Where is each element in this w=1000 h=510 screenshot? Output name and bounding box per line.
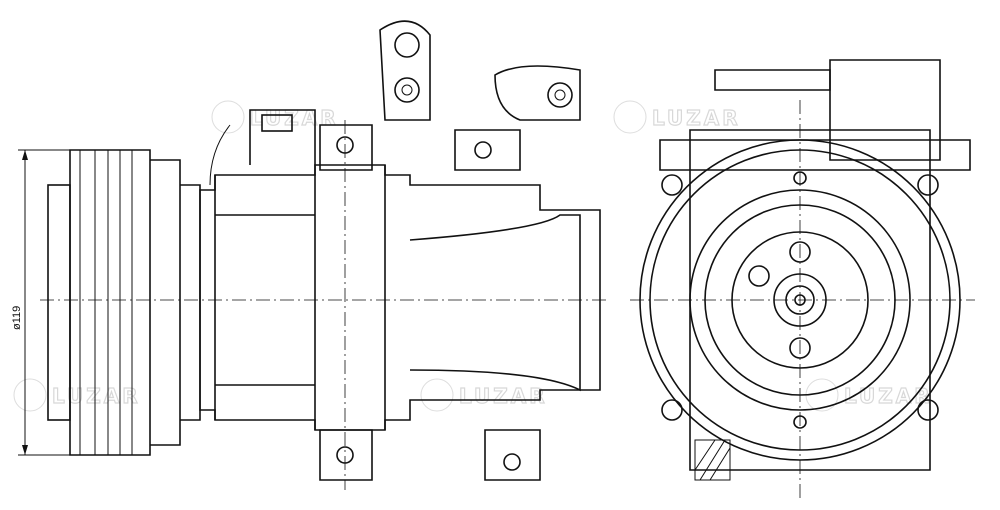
svg-text:LUZAR: LUZAR — [459, 384, 548, 408]
watermark-logos: LUZAR LUZAR LUZAR LUZAR LUZAR — [13, 100, 930, 412]
svg-text:LUZAR: LUZAR — [52, 384, 141, 408]
diameter-dimension: ø119 — [11, 149, 90, 456]
compressor-front-view — [630, 59, 975, 500]
watermark-logo: LUZAR — [420, 378, 548, 412]
compressor-body-side — [199, 20, 601, 481]
pulley-side — [47, 149, 201, 456]
watermark-logo: LUZAR — [805, 378, 930, 412]
watermark-logo: LUZAR — [13, 378, 141, 412]
svg-text:LUZAR: LUZAR — [652, 106, 741, 130]
watermark-logo: LUZAR — [613, 100, 741, 134]
dimension-label: ø119 — [11, 306, 23, 330]
centerlines-side — [40, 120, 610, 490]
